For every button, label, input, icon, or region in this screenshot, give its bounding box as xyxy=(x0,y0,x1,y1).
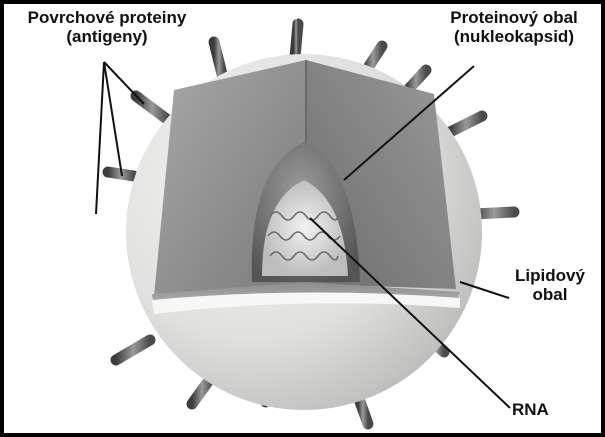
label-envelope-line1: Lipidový xyxy=(510,266,590,285)
label-surface-proteins: Povrchové proteiny (antigeny) xyxy=(12,8,202,46)
spike-lower-left xyxy=(116,340,150,360)
label-capsid-line2: (nukleokapsid) xyxy=(430,27,598,46)
leader-antigen-3 xyxy=(96,62,104,214)
label-capsid-line1: Proteinový obal xyxy=(430,8,598,27)
virus-illustration xyxy=(4,4,601,433)
label-rna: RNA xyxy=(512,400,549,419)
label-surface-proteins-line2: (antigeny) xyxy=(12,27,202,46)
spike-right-1 xyxy=(450,116,482,132)
label-capsid: Proteinový obal (nukleokapsid) xyxy=(430,8,598,46)
label-envelope-line2: obal xyxy=(510,285,590,304)
label-envelope: Lipidový obal xyxy=(510,266,590,304)
label-surface-proteins-line1: Povrchové proteiny xyxy=(12,8,202,27)
